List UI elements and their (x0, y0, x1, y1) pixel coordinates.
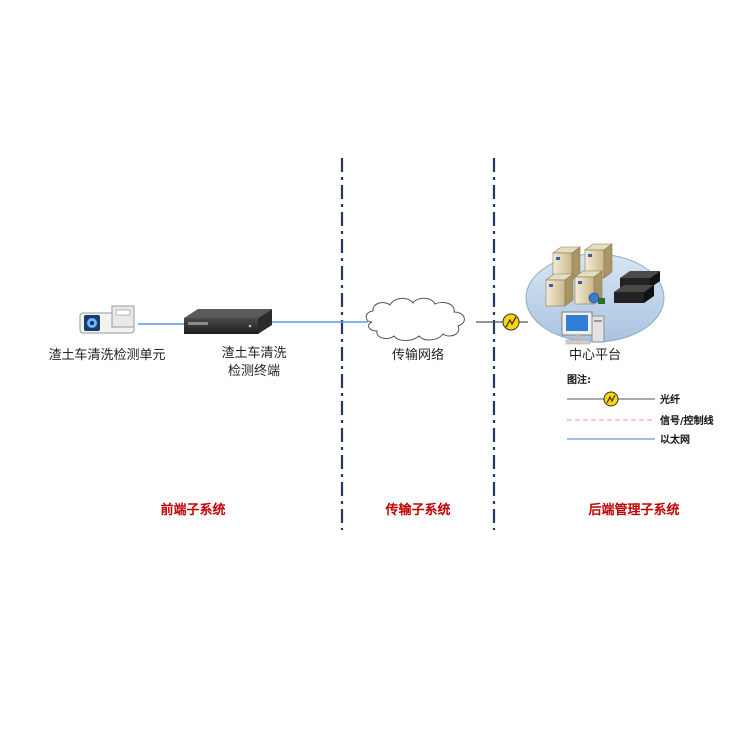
fiber-icon (603, 391, 619, 407)
section-transmission-label: 传输子系统 (384, 502, 450, 518)
camera-icon (79, 305, 135, 334)
monitor-icon (561, 311, 605, 345)
legend-signal-label: 信号/控制线 (660, 414, 714, 427)
legend-fiber-label: 光纤 (659, 393, 680, 406)
server-box-icon (184, 309, 272, 334)
detection-terminal-label-line2: 检测终端 (228, 363, 280, 379)
detection-terminal-label-line1: 渣土车清洗 (221, 345, 286, 361)
cloud-icon (365, 297, 465, 341)
fiber-icon (502, 313, 520, 331)
rack-device-icon (614, 271, 660, 303)
server-cluster-icon (545, 243, 613, 307)
legend: 图注: 光纤 信号/控制线 以太网 (567, 373, 714, 446)
network-label: 传输网络 (392, 347, 444, 363)
detection-unit-label: 渣土车清洗检测单元 (48, 347, 165, 363)
section-front-label: 前端子系统 (160, 502, 225, 518)
legend-title: 图注: (567, 373, 591, 386)
section-backend-label: 后端管理子系统 (588, 502, 679, 518)
legend-ethernet-label: 以太网 (660, 433, 690, 446)
center-platform-group (525, 243, 665, 345)
center-platform-label: 中心平台 (569, 348, 621, 363)
